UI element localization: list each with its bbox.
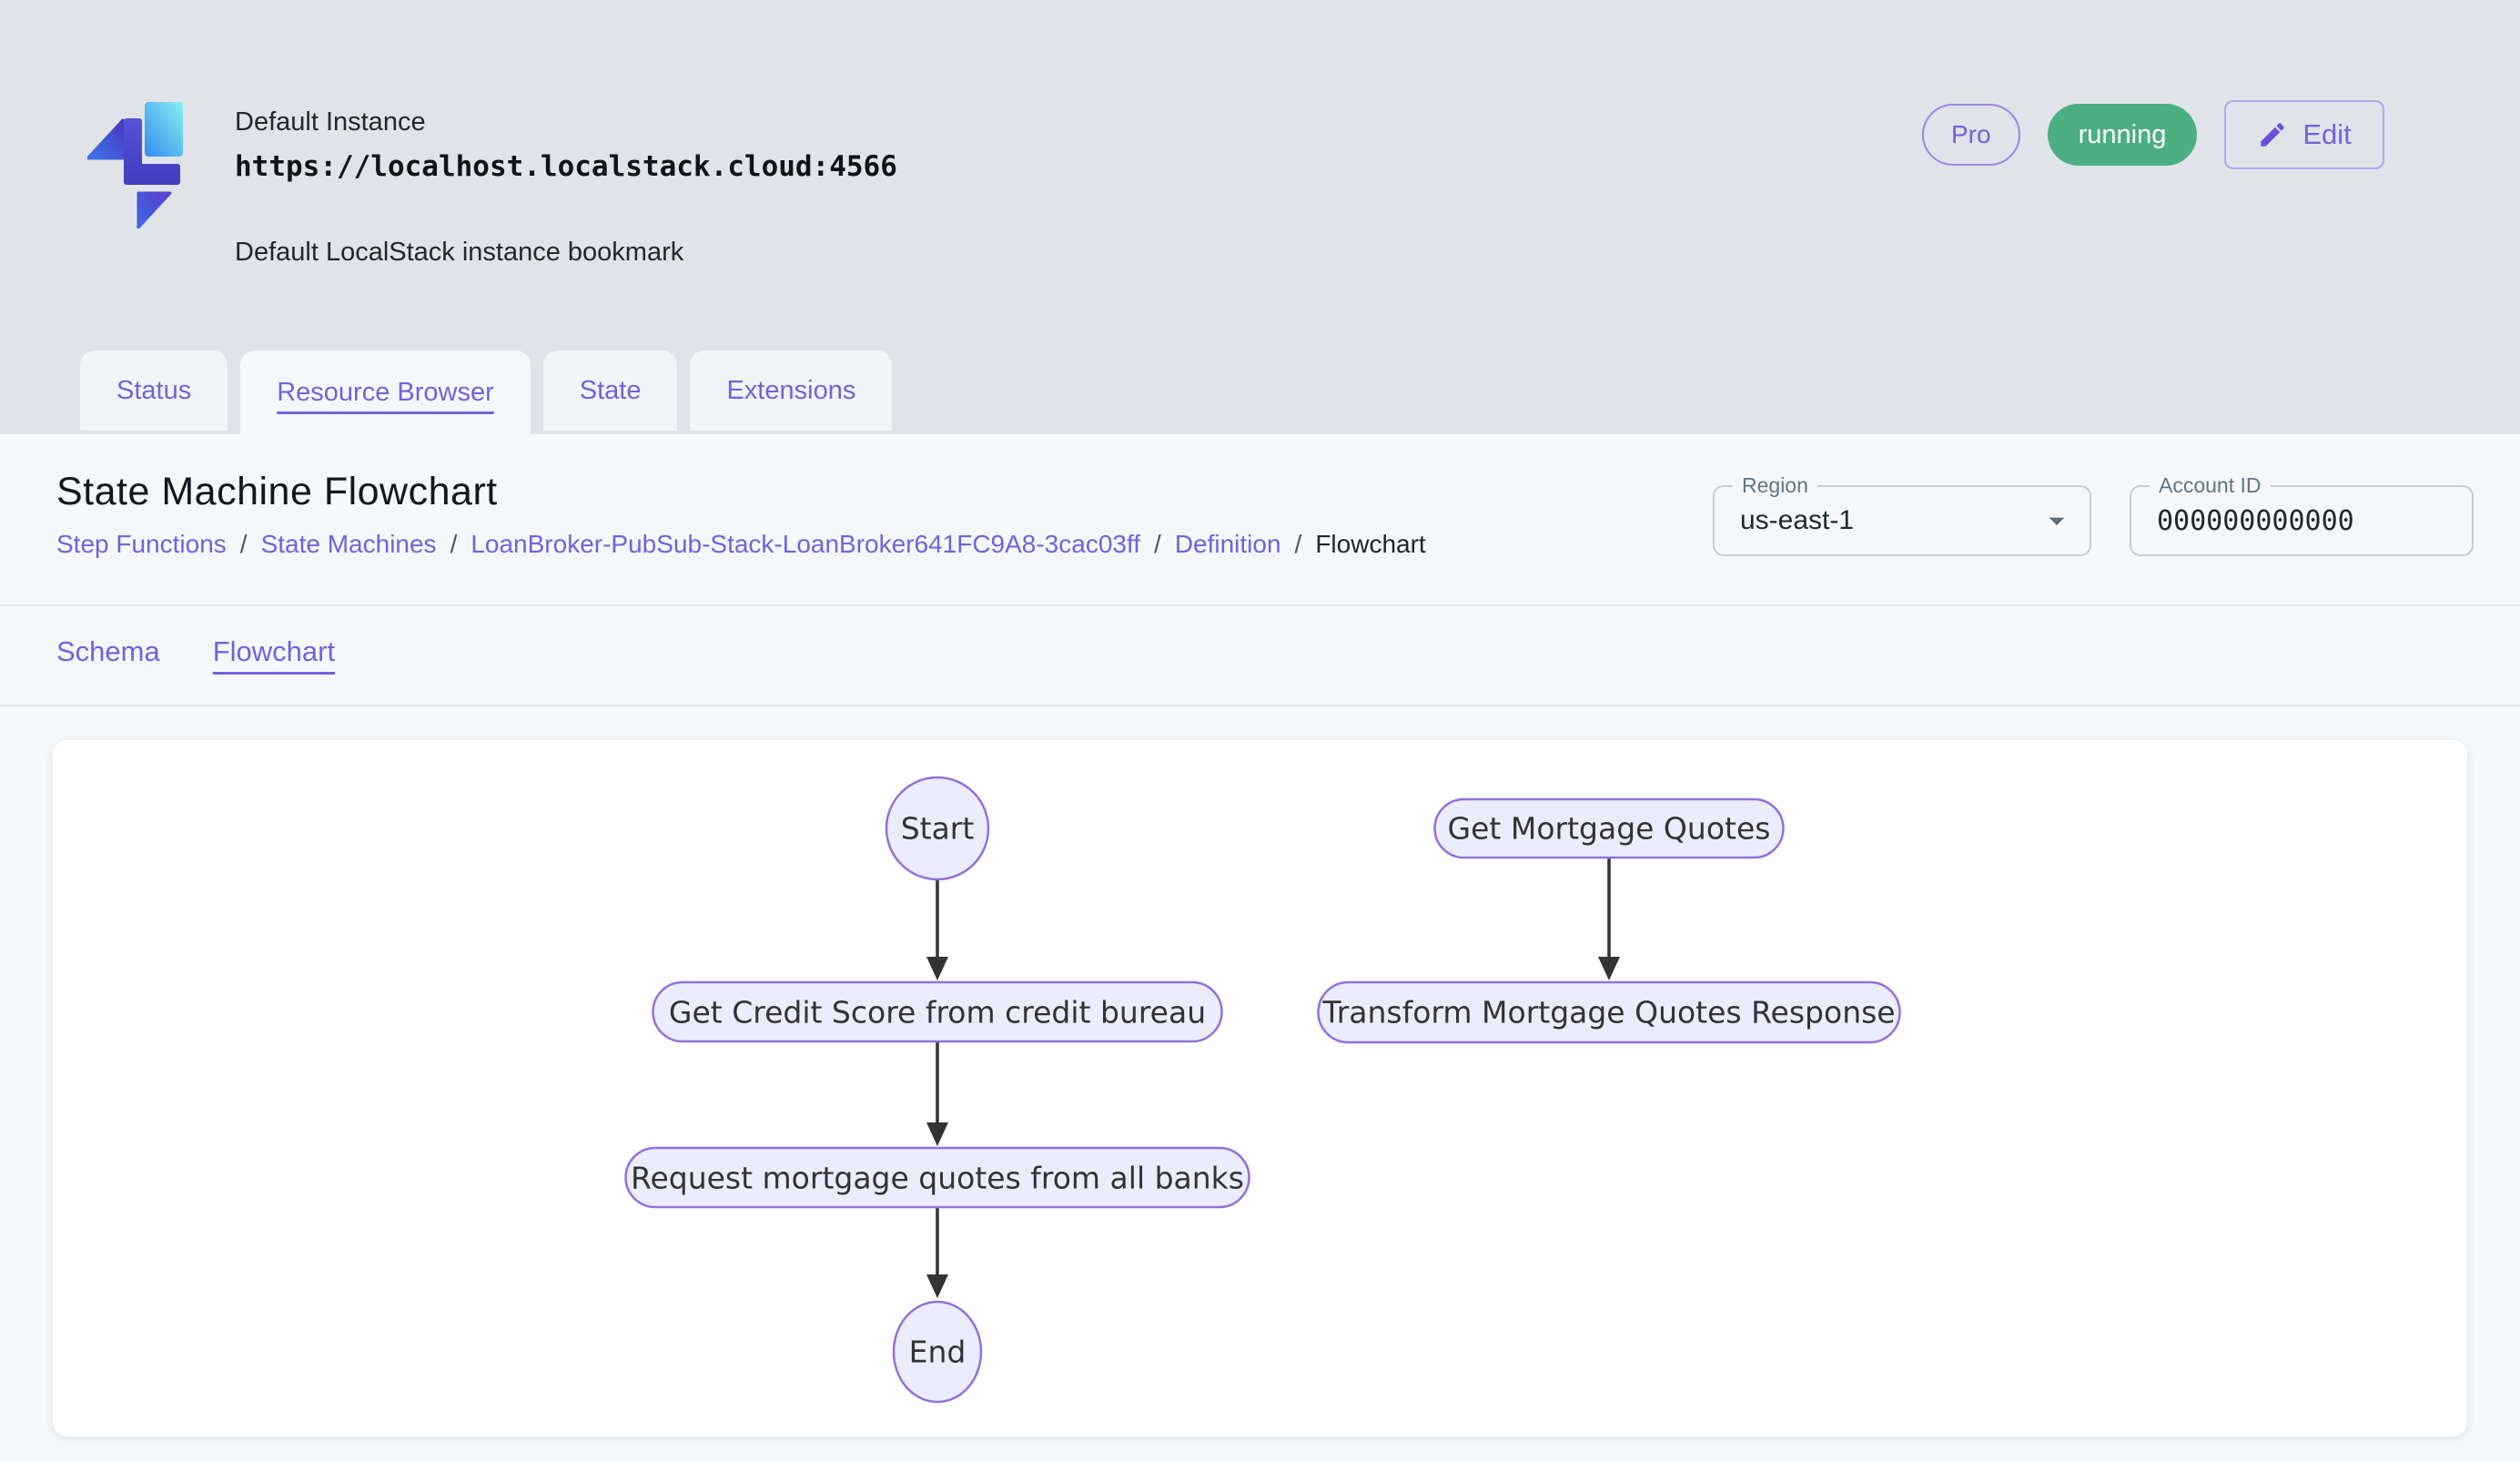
- flowchart-edges: [926, 858, 1620, 1298]
- flowchart-node-request-quotes: Request mortgage quotes from all banks: [626, 1148, 1250, 1207]
- flowchart-node-transform-response: Transform Mortgage Quotes Response: [1319, 982, 1900, 1042]
- flowchart-node-get-mortgage-quotes: Get Mortgage Quotes: [1435, 799, 1784, 858]
- node-label: End: [909, 1335, 967, 1370]
- divider: [0, 604, 2520, 606]
- account-id-value: 000000000000: [2157, 487, 2354, 554]
- breadcrumb-state-machines[interactable]: State Machines: [261, 530, 437, 559]
- node-label: Request mortgage quotes from all banks: [631, 1161, 1244, 1196]
- breadcrumb-separator: /: [450, 530, 458, 559]
- node-label: Get Credit Score from credit bureau: [669, 995, 1206, 1031]
- node-label: Get Mortgage Quotes: [1448, 811, 1771, 847]
- region-select[interactable]: Region us-east-1: [1713, 485, 2091, 556]
- flowchart-node-start: Start: [886, 777, 988, 879]
- tab-status[interactable]: Status: [80, 350, 228, 431]
- breadcrumb-step-functions[interactable]: Step Functions: [56, 530, 227, 559]
- definition-subtabs: Schema Flowchart: [56, 635, 335, 668]
- status-badge: running: [2048, 104, 2198, 166]
- tab-extensions[interactable]: Extensions: [690, 350, 892, 431]
- account-id-field[interactable]: Account ID 000000000000: [2130, 485, 2474, 556]
- flowchart-node-end: End: [894, 1302, 981, 1402]
- localstack-logo: [87, 102, 183, 228]
- main-tabbar: Status Resource Browser State Extensions: [80, 350, 892, 434]
- edit-button[interactable]: Edit: [2224, 100, 2383, 169]
- page-title: State Machine Flowchart: [56, 470, 498, 514]
- tab-state[interactable]: State: [543, 350, 678, 431]
- subtab-schema[interactable]: Schema: [56, 635, 160, 668]
- breadcrumb-state-machine-name[interactable]: LoanBroker-PubSub-Stack-LoanBroker641FC9…: [471, 530, 1140, 559]
- subtab-flowchart[interactable]: Flowchart: [213, 635, 335, 668]
- node-label: Transform Mortgage Quotes Response: [1321, 995, 1895, 1031]
- instance-info: Default Instance https://localhost.local…: [235, 107, 897, 268]
- breadcrumb: Step Functions / State Machines / LoanBr…: [56, 530, 1426, 559]
- flowchart-node-get-credit-score: Get Credit Score from credit bureau: [653, 982, 1222, 1041]
- edit-button-label: Edit: [2302, 118, 2351, 151]
- header-controls: Pro running Edit: [1922, 98, 2384, 171]
- breadcrumb-separator: /: [1295, 530, 1302, 559]
- instance-name: Default Instance: [235, 107, 897, 137]
- breadcrumb-definition[interactable]: Definition: [1175, 530, 1281, 559]
- chevron-down-icon: [2039, 503, 2075, 539]
- divider: [0, 705, 2520, 706]
- instance-description: Default LocalStack instance bookmark: [235, 238, 897, 268]
- state-machine-flowchart: Start Get Credit Score from credit burea…: [53, 740, 2467, 1437]
- breadcrumb-separator: /: [240, 530, 248, 559]
- region-value: us-east-1: [1740, 487, 1854, 554]
- pro-badge: Pro: [1922, 104, 2020, 166]
- node-label: Start: [901, 811, 975, 847]
- flowchart-card: Start Get Credit Score from credit burea…: [53, 740, 2467, 1437]
- pencil-icon: [2257, 119, 2288, 150]
- breadcrumb-flowchart: Flowchart: [1315, 530, 1425, 559]
- instance-url: https://localhost.localstack.cloud:4566: [235, 150, 897, 183]
- tab-resource-browser[interactable]: Resource Browser: [240, 350, 531, 434]
- breadcrumb-separator: /: [1154, 530, 1161, 559]
